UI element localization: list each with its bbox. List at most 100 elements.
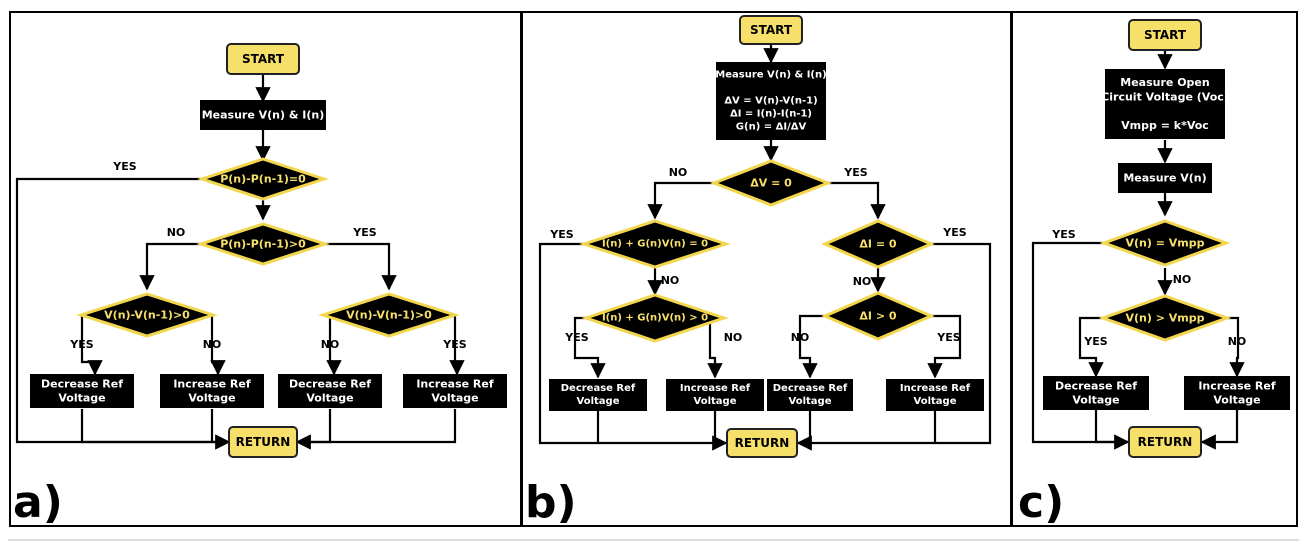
panel-3-border [1011,11,1298,527]
process-shape [886,379,984,411]
panel-1-measure-process: Measure V(n) & I(n) [200,100,326,130]
node-label: V(n) = Vmpp [1126,237,1205,250]
edge-label-d4_yes: YES [942,226,966,239]
panel-1-ret-terminal: RETURN [228,426,298,458]
edge-a-d3-yes [80,315,103,376]
process-shape [716,62,826,140]
edge-label-d2_yes: YES [1083,335,1107,348]
node-label: START [750,23,793,37]
edge-label-d4_no: NO [321,338,340,351]
process-shape [30,374,134,408]
node-label: I(n) + G(n)V(n) = 0 [602,239,708,250]
process-shape [1043,376,1149,410]
decision-shape [197,157,329,201]
panel-label: c) [1018,477,1064,528]
terminal-shape [726,428,798,458]
terminal-shape [739,15,803,45]
panel-3-d2-decision: V(n) > Vmpp [1098,294,1232,342]
edge-b-d4-yes [796,242,992,451]
edge-label-d4_yes: YES [442,338,466,351]
node-label: Measure V(n) [1123,172,1206,185]
edge-label-d2_no: NO [1228,335,1247,348]
edge-a-d2-yes [325,242,397,291]
edge-b-d3-yes [573,316,606,379]
decision-shape [1098,294,1232,342]
edge-b-d1-no [647,181,714,220]
edge-a-p1-return [80,409,229,444]
node-label: ΔV = 0 [750,177,792,190]
panel-label: a) [13,477,63,528]
edge-label-d1_no: NO [1173,273,1192,286]
edge-label-d1_no: NO [669,166,688,179]
process-shape [403,374,507,408]
edge-label-d2_yes: YES [549,228,573,241]
process-shape [1105,69,1225,139]
decision-shape [821,219,935,269]
decision-shape [1099,219,1231,267]
edge-label-d3_no: NO [203,338,222,351]
edge-label-d5_no: NO [791,331,810,344]
edge-label-d1_yes: YES [843,166,867,179]
edge-a-p4-return [297,409,457,444]
edge-label-d3_yes: YES [69,338,93,351]
edge-c-p2-return [1200,410,1239,450]
panel-1-start-terminal: START [226,43,300,75]
edge-c-d1-yes [1031,241,1130,450]
panel-3-ret-terminal: RETURN [1128,426,1202,458]
edge-label-d3_yes: YES [564,331,588,344]
edge-label-d4_no: NO [853,275,872,288]
panel-2-measure-process: Measure V(n) & I(n)ΔV = V(n)-V(n-1)ΔI = … [715,62,827,140]
terminal-shape [1128,426,1202,458]
edge-label-d5_yes: YES [936,331,960,344]
panel-1-d1-decision: P(n)-P(n-1)=0 [197,157,329,201]
node-label: START [242,52,285,66]
decision-shape [821,291,935,341]
node-label: Measure V(n) & I(n)ΔV = V(n)-V(n-1)ΔI = … [715,70,826,133]
node-label: RETURN [236,435,291,449]
edge-a-p3-return [295,409,332,450]
process-shape [666,379,764,411]
panel-1-d3-decision: V(n)-V(n-1)>0 [76,292,218,338]
edge-c-d2-yes [1078,316,1104,378]
panel-2-d4-decision: ΔI = 0 [821,219,935,269]
process-shape [1118,163,1212,193]
panel-2-d5-decision: ΔI > 0 [821,291,935,341]
edge-label-d2_no: NO [167,226,186,239]
node-label: START [1144,28,1187,42]
process-shape [160,374,264,408]
terminal-shape [1128,19,1202,51]
decision-shape [318,292,460,338]
edge-label-d2_no: NO [661,274,680,287]
panel-2-d1-decision: ΔV = 0 [709,159,833,207]
decision-shape [709,159,833,207]
node-label: I(n) + G(n)V(n) > 0 [602,313,708,324]
edge-label-d1_yes: YES [1051,228,1075,241]
node-label: V(n) > Vmpp [1126,312,1205,325]
edge-c-p1-return [1094,410,1128,444]
edge-a-d4-yes [449,315,465,376]
process-shape [278,374,382,408]
edge-a-d2-no [139,242,203,291]
edge-b-d5-no [798,314,826,379]
terminal-shape [228,426,298,458]
node-label: P(n)-P(n-1)>0 [220,238,306,251]
node-label: V(n)-V(n-1)>0 [346,309,432,322]
